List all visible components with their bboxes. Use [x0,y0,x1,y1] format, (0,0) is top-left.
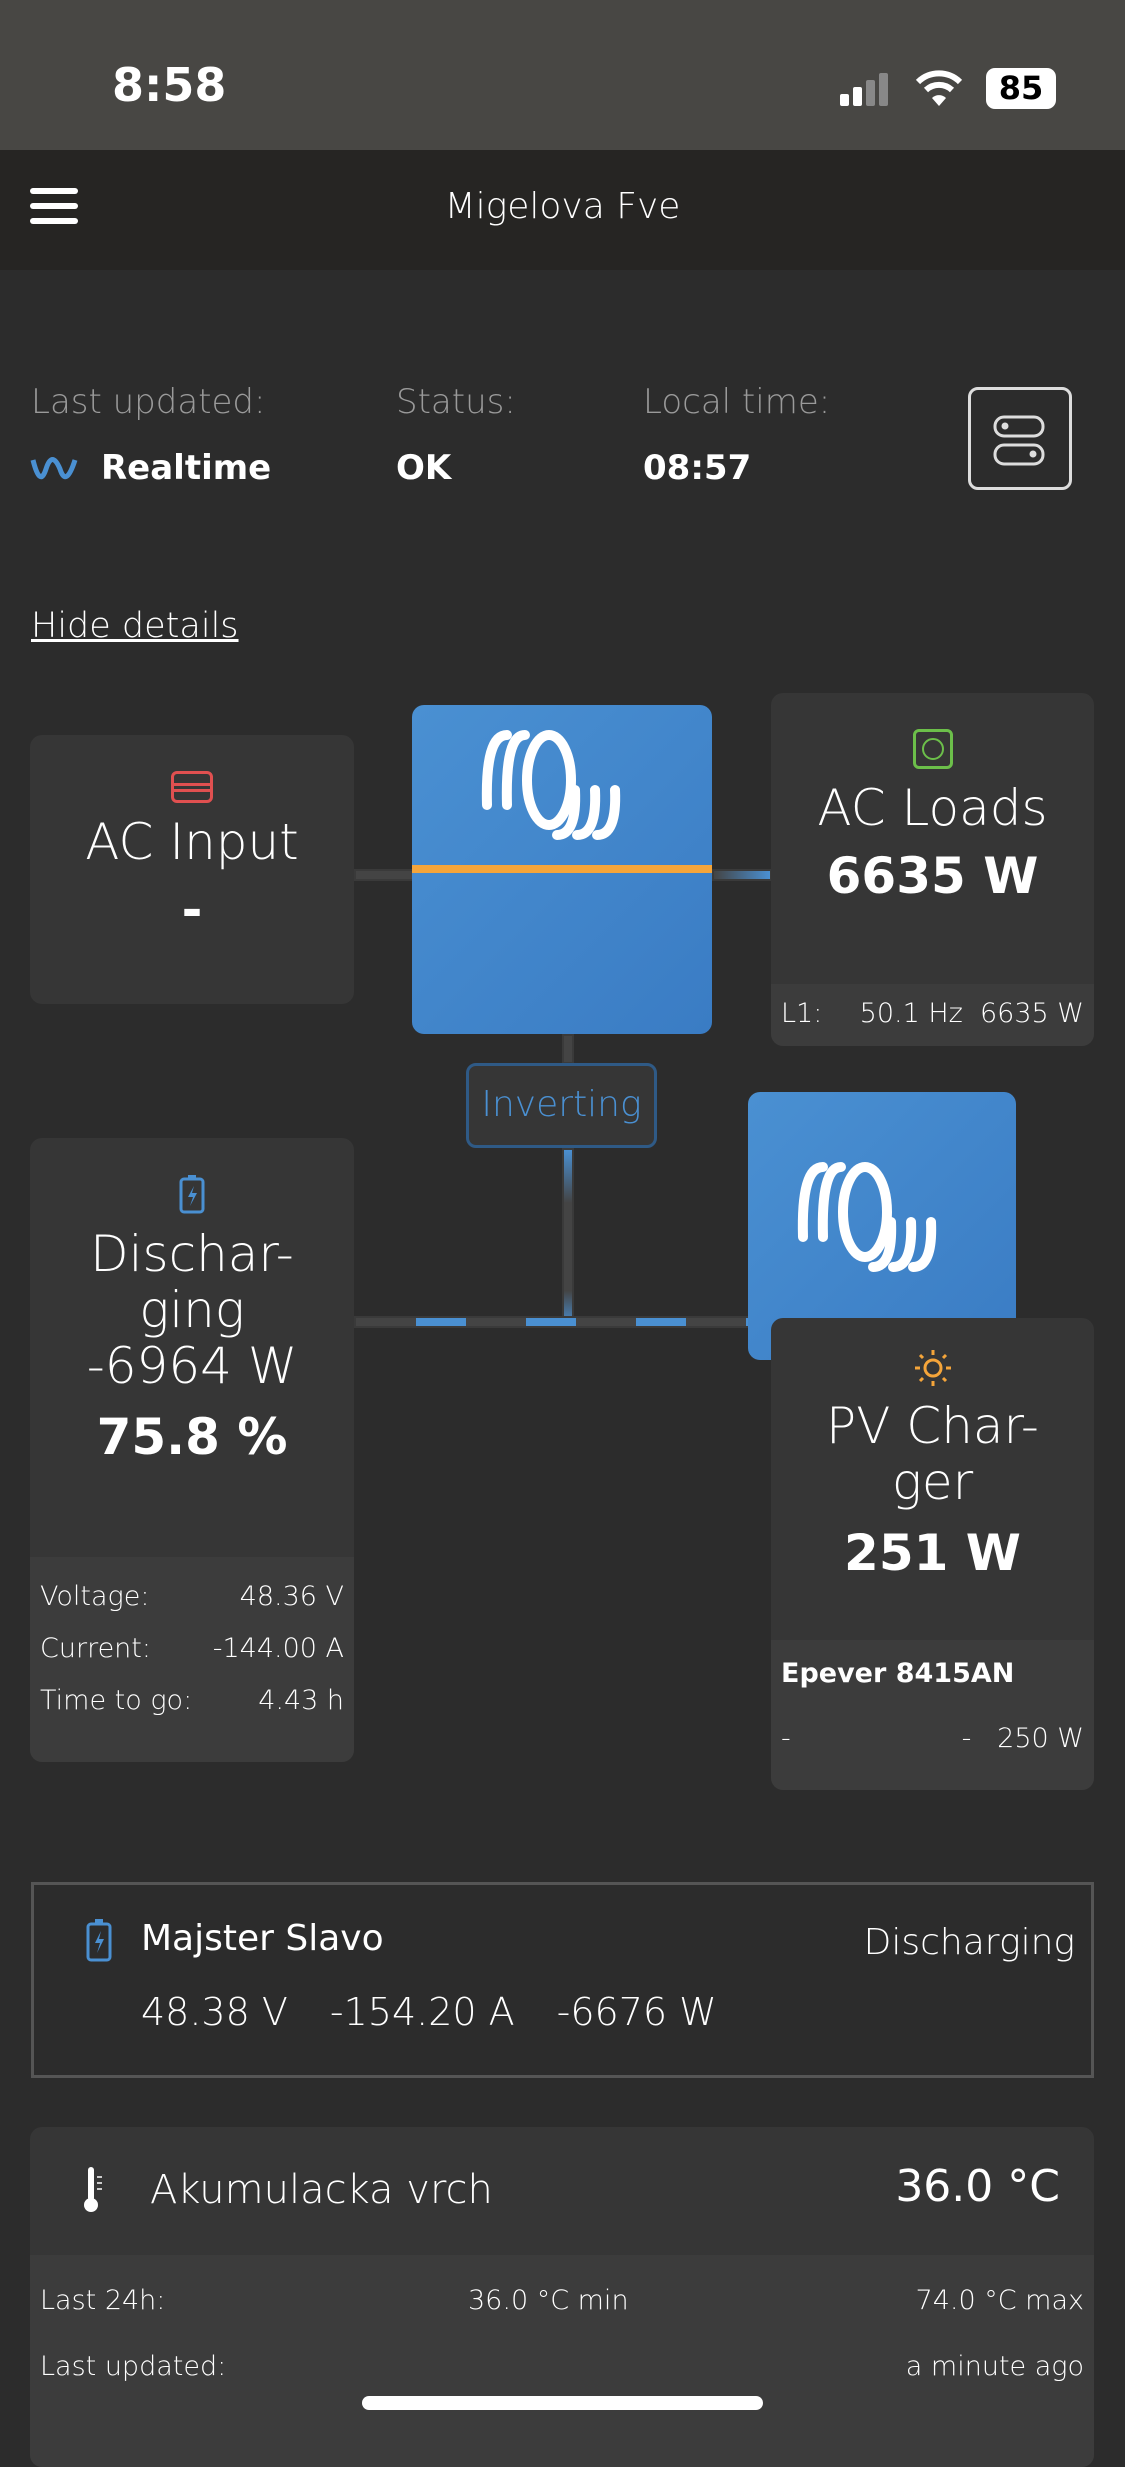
time-to-go-value: 4.43 h [258,1685,344,1716]
battery-card[interactable]: Dischar- ging -6964 W 75.8 % Voltage: 48.… [30,1138,354,1762]
victron-logo-icon [797,1162,937,1272]
page-title: Migelova Fve [444,186,681,227]
pv-charger-card[interactable]: PV Char- ger 251 W Epever 8415AN - - 250 … [771,1318,1094,1790]
local-time-label: Local time: [643,382,831,422]
pv-device-name: Epever 8415AN [781,1658,1015,1689]
battery-power: -6964 W [86,1337,298,1395]
pv-charger-block[interactable] [748,1092,1016,1360]
app-header: Migelova Fve [0,150,1125,270]
signal-icon [838,72,898,108]
bm-voltage: 48.38 V [141,1990,288,2034]
temperature-min: 36.0 °C min [468,2285,629,2316]
pv-title-line1: PV Char- [826,1397,1039,1455]
wire-inverter-loads [712,869,772,881]
hide-details-link[interactable]: Hide details [31,606,239,646]
phase-power: 6635 W [980,998,1084,1029]
realtime-wave-icon [30,454,78,488]
current-value: -144.00 A [212,1633,344,1664]
home-indicator[interactable] [362,2396,763,2410]
pv-col1: - [781,1723,791,1754]
last-updated-value: Realtime [101,448,272,488]
battery-soc: 75.8 % [96,1408,288,1466]
pv-col2: - [961,1723,972,1754]
local-time-value: 08:57 [643,448,752,488]
status-bar: 8:58 85 [0,0,1125,150]
pv-power: 251 W [844,1524,1021,1582]
last24-label: Last 24h: [40,2285,166,2316]
voltage-value: 48.36 V [239,1581,344,1612]
ac-input-title: AC Input [85,813,299,871]
wire-battery-pv [354,1316,750,1328]
inverter-block[interactable] [412,705,712,1034]
temp-updated-label: Last updated: [40,2351,227,2382]
temp-updated-value: a minute ago [905,2351,1084,2382]
bm-power: -6676 W [556,1990,717,2034]
inverter-orange-bar [412,865,712,873]
battery-state-line1: Dischar- [90,1225,294,1283]
socket-icon [912,729,953,769]
bm-current: -154.20 A [329,1990,515,2034]
temperature-card[interactable]: Akumulacka vrch 36.0 °C Last 24h: 36.0 °… [30,2127,1094,2467]
phase-label: L1: [781,998,823,1029]
sun-icon [914,1350,951,1386]
wifi-icon [914,68,964,108]
wire-acin-inverter [354,869,414,881]
ac-input-value: - [181,881,203,939]
switch-icon [993,415,1045,466]
ac-input-card[interactable]: AC Input - [30,735,354,1004]
inverter-state-badge: Inverting [466,1063,657,1148]
battery-charge-icon [179,1175,205,1214]
battery-indicator: 85 [986,68,1056,109]
battery-charge-icon [86,1919,112,1962]
time-to-go-label: Time to go: [40,1685,193,1716]
temperature-value: 36.0 °C [895,2161,1060,2212]
pv-title-line2: ger [891,1453,974,1511]
ac-input-icon [171,771,213,803]
wire-inverter-state [562,1034,574,1064]
battery-state-line2: ging [139,1281,245,1339]
status-value: OK [396,448,452,488]
victron-logo-icon [481,730,621,840]
toggle-switches-button[interactable] [968,387,1072,490]
ac-loads-card[interactable]: AC Loads 6635 W L1: 50.1 Hz 6635 W [771,693,1094,1046]
status-label: Status: [396,382,516,422]
menu-icon[interactable] [30,186,78,226]
thermometer-icon [84,2167,102,2212]
battery-monitor-name: Majster Slavo [141,1918,384,1959]
wire-state-bus [562,1148,574,1328]
battery-monitor-values: 48.38 V -154.20 A -6676 W [141,1990,717,2034]
ac-loads-value: 6635 W [826,847,1039,905]
pv-col3: 250 W [997,1723,1084,1754]
temperature-max: 74.0 °C max [915,2285,1084,2316]
voltage-label: Voltage: [40,1581,150,1612]
temperature-sensor-name: Akumulacka vrch [150,2167,493,2213]
phase-frequency: 50.1 Hz [859,998,963,1029]
ac-loads-title: AC Loads [817,779,1048,837]
last-updated-label: Last updated: [31,382,266,422]
battery-monitor-state: Discharging [863,1922,1075,1963]
clock: 8:58 [112,58,227,112]
battery-monitor-card[interactable]: Majster Slavo Discharging 48.38 V -154.20… [31,1882,1094,2078]
current-label: Current: [40,1633,151,1664]
